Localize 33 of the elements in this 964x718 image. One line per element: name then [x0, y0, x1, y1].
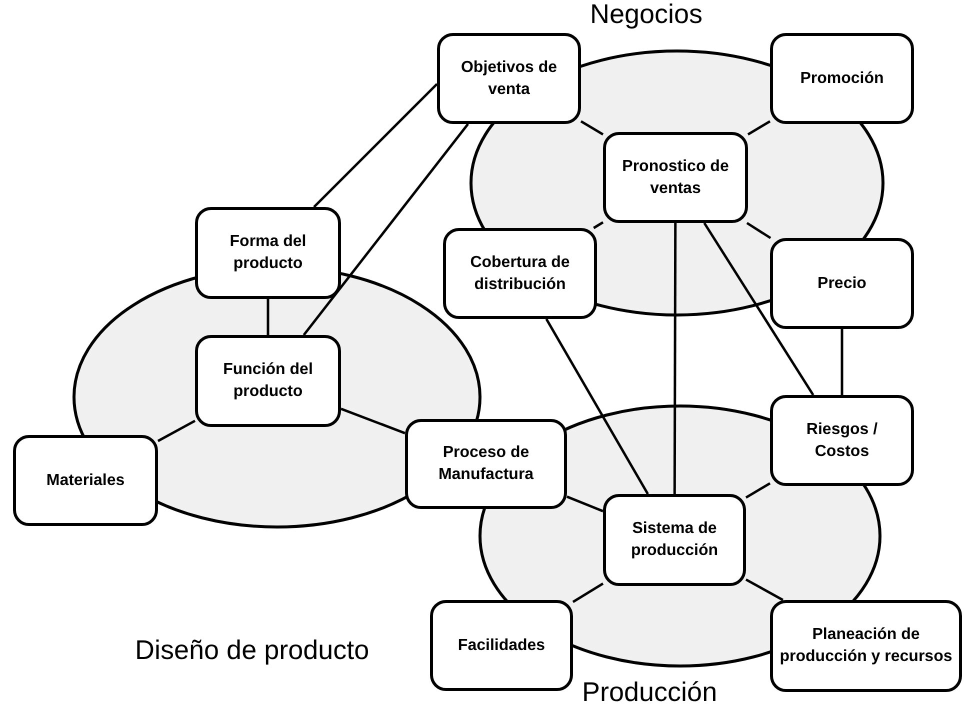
- topic-box: Precio: [770, 238, 914, 329]
- connector-line: [745, 578, 784, 602]
- connector-line: [673, 223, 677, 494]
- topic-box: Objetivos de venta: [437, 33, 581, 124]
- connector-line: [593, 221, 604, 230]
- topic-box: Pronostico de ventas: [603, 132, 748, 223]
- connector-line: [302, 123, 469, 336]
- connector-line: [745, 482, 771, 499]
- connector-line: [340, 408, 406, 434]
- connector-line: [545, 318, 649, 495]
- connector-line: [313, 83, 438, 208]
- topic-box: Sistema de producción: [603, 494, 746, 586]
- topic-box: Función del producto: [195, 335, 341, 427]
- connector-line: [157, 420, 196, 442]
- connector-line: [840, 329, 844, 395]
- topic-box: Planeación de producción y recursos: [770, 600, 962, 692]
- topic-box: Forma del producto: [195, 207, 341, 299]
- topic-box: Proceso de Manufactura: [405, 419, 567, 509]
- topic-box: Promoción: [770, 33, 914, 124]
- connector-line: [746, 222, 772, 240]
- topic-box: Cobertura de distribución: [443, 228, 597, 319]
- connector-line: [266, 299, 270, 335]
- connector-line: [703, 222, 814, 396]
- connector-line: [747, 120, 771, 136]
- connector-line: [580, 120, 604, 136]
- topic-box: Riesgos / Costos: [770, 395, 914, 486]
- topic-box: Materiales: [13, 435, 158, 526]
- group-heading: Diseño de producto: [135, 636, 370, 666]
- group-heading: Producción: [582, 678, 718, 708]
- group-heading: Negocios: [590, 0, 703, 30]
- connector-line: [566, 496, 604, 512]
- topic-box: Facilidades: [430, 600, 573, 691]
- connector-line: [572, 582, 604, 603]
